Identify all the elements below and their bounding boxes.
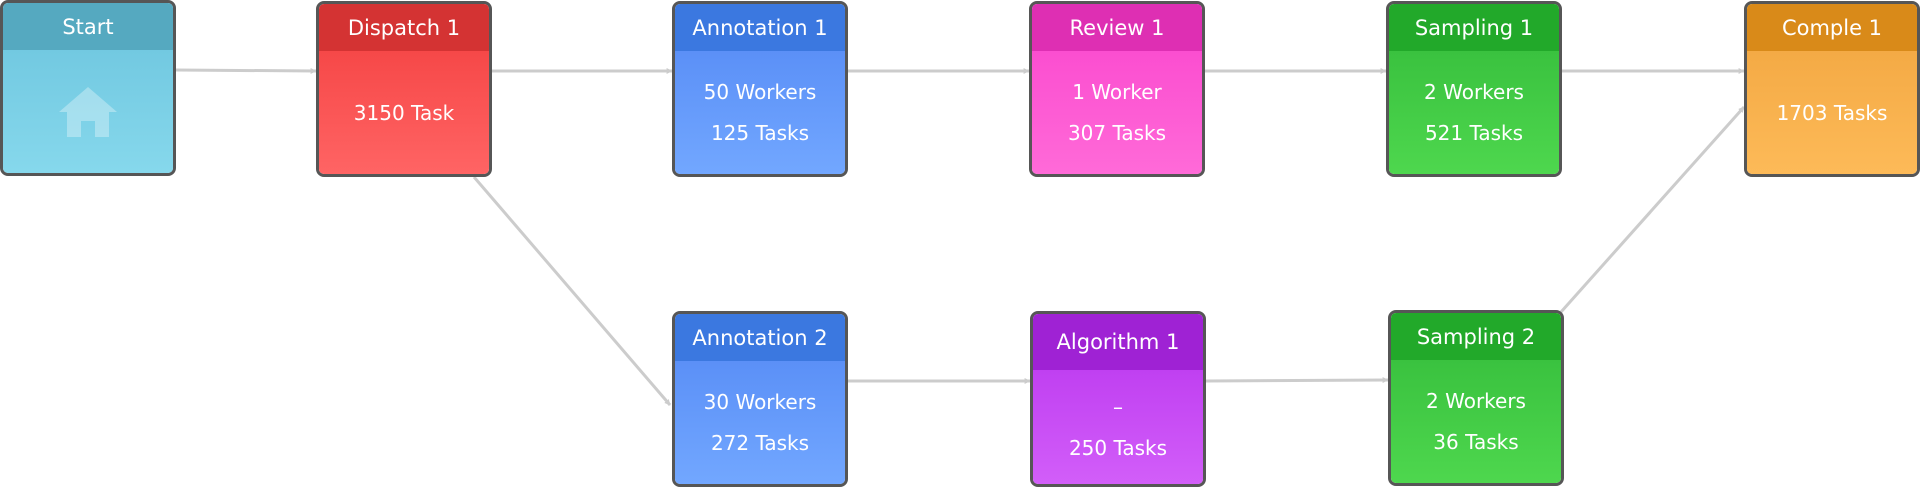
edge-dispatch1-to-annotation2 [472,176,672,406]
node-review-1[interactable]: Review 1 1 Worker 307 Tasks [1029,1,1205,177]
node-review-1-title: Review 1 [1032,4,1202,51]
node-review-1-workers: 1 Worker [1072,80,1162,104]
node-algorithm-1[interactable]: Algorithm 1 – 250 Tasks [1030,311,1206,487]
node-annotation-1-title: Annotation 1 [675,4,845,51]
node-sampling-1-title: Sampling 1 [1389,4,1559,51]
node-comple-1-tasks: 1703 Tasks [1776,100,1888,125]
node-annotation-2[interactable]: Annotation 2 30 Workers 272 Tasks [672,311,848,487]
node-comple-1-title: Comple 1 [1747,4,1917,51]
edge-start-to-dispatch1 [175,67,317,74]
node-annotation-1-workers: 50 Workers [703,80,817,104]
node-annotation-2-workers: 30 Workers [703,390,817,414]
node-dispatch-1-tasks: 3150 Task [353,100,455,125]
node-sampling-1-workers: 2 Workers [1424,80,1524,104]
node-algorithm-1-workers: – [1113,394,1123,419]
node-algorithm-1-title: Algorithm 1 [1033,314,1203,370]
node-algorithm-1-tasks: 250 Tasks [1068,435,1168,460]
node-annotation-1[interactable]: Annotation 1 50 Workers 125 Tasks [672,1,848,177]
edge-sampling2-to-comple1 [1559,106,1746,313]
node-sampling-2-title: Sampling 2 [1391,313,1561,360]
node-sampling-1[interactable]: Sampling 1 2 Workers 521 Tasks [1386,1,1562,177]
node-sampling-2-workers: 2 Workers [1426,389,1526,413]
node-comple-1[interactable]: Comple 1 1703 Tasks [1744,1,1920,177]
node-sampling-2[interactable]: Sampling 2 2 Workers 36 Tasks [1388,310,1564,486]
node-start-title: Start [3,3,173,50]
node-annotation-2-title: Annotation 2 [675,314,845,361]
node-dispatch-1-title: Dispatch 1 [319,4,489,51]
home-icon [59,86,117,137]
node-annotation-2-tasks: 272 Tasks [710,431,810,455]
node-review-1-tasks: 307 Tasks [1067,121,1167,145]
node-sampling-2-tasks: 36 Tasks [1433,430,1519,454]
node-annotation-1-tasks: 125 Tasks [710,121,810,145]
edge-algorithm1-to-sampling2 [1205,377,1389,384]
node-dispatch-1[interactable]: Dispatch 1 3150 Task [316,1,492,177]
node-start[interactable]: Start [0,0,176,176]
node-sampling-1-tasks: 521 Tasks [1424,121,1524,145]
